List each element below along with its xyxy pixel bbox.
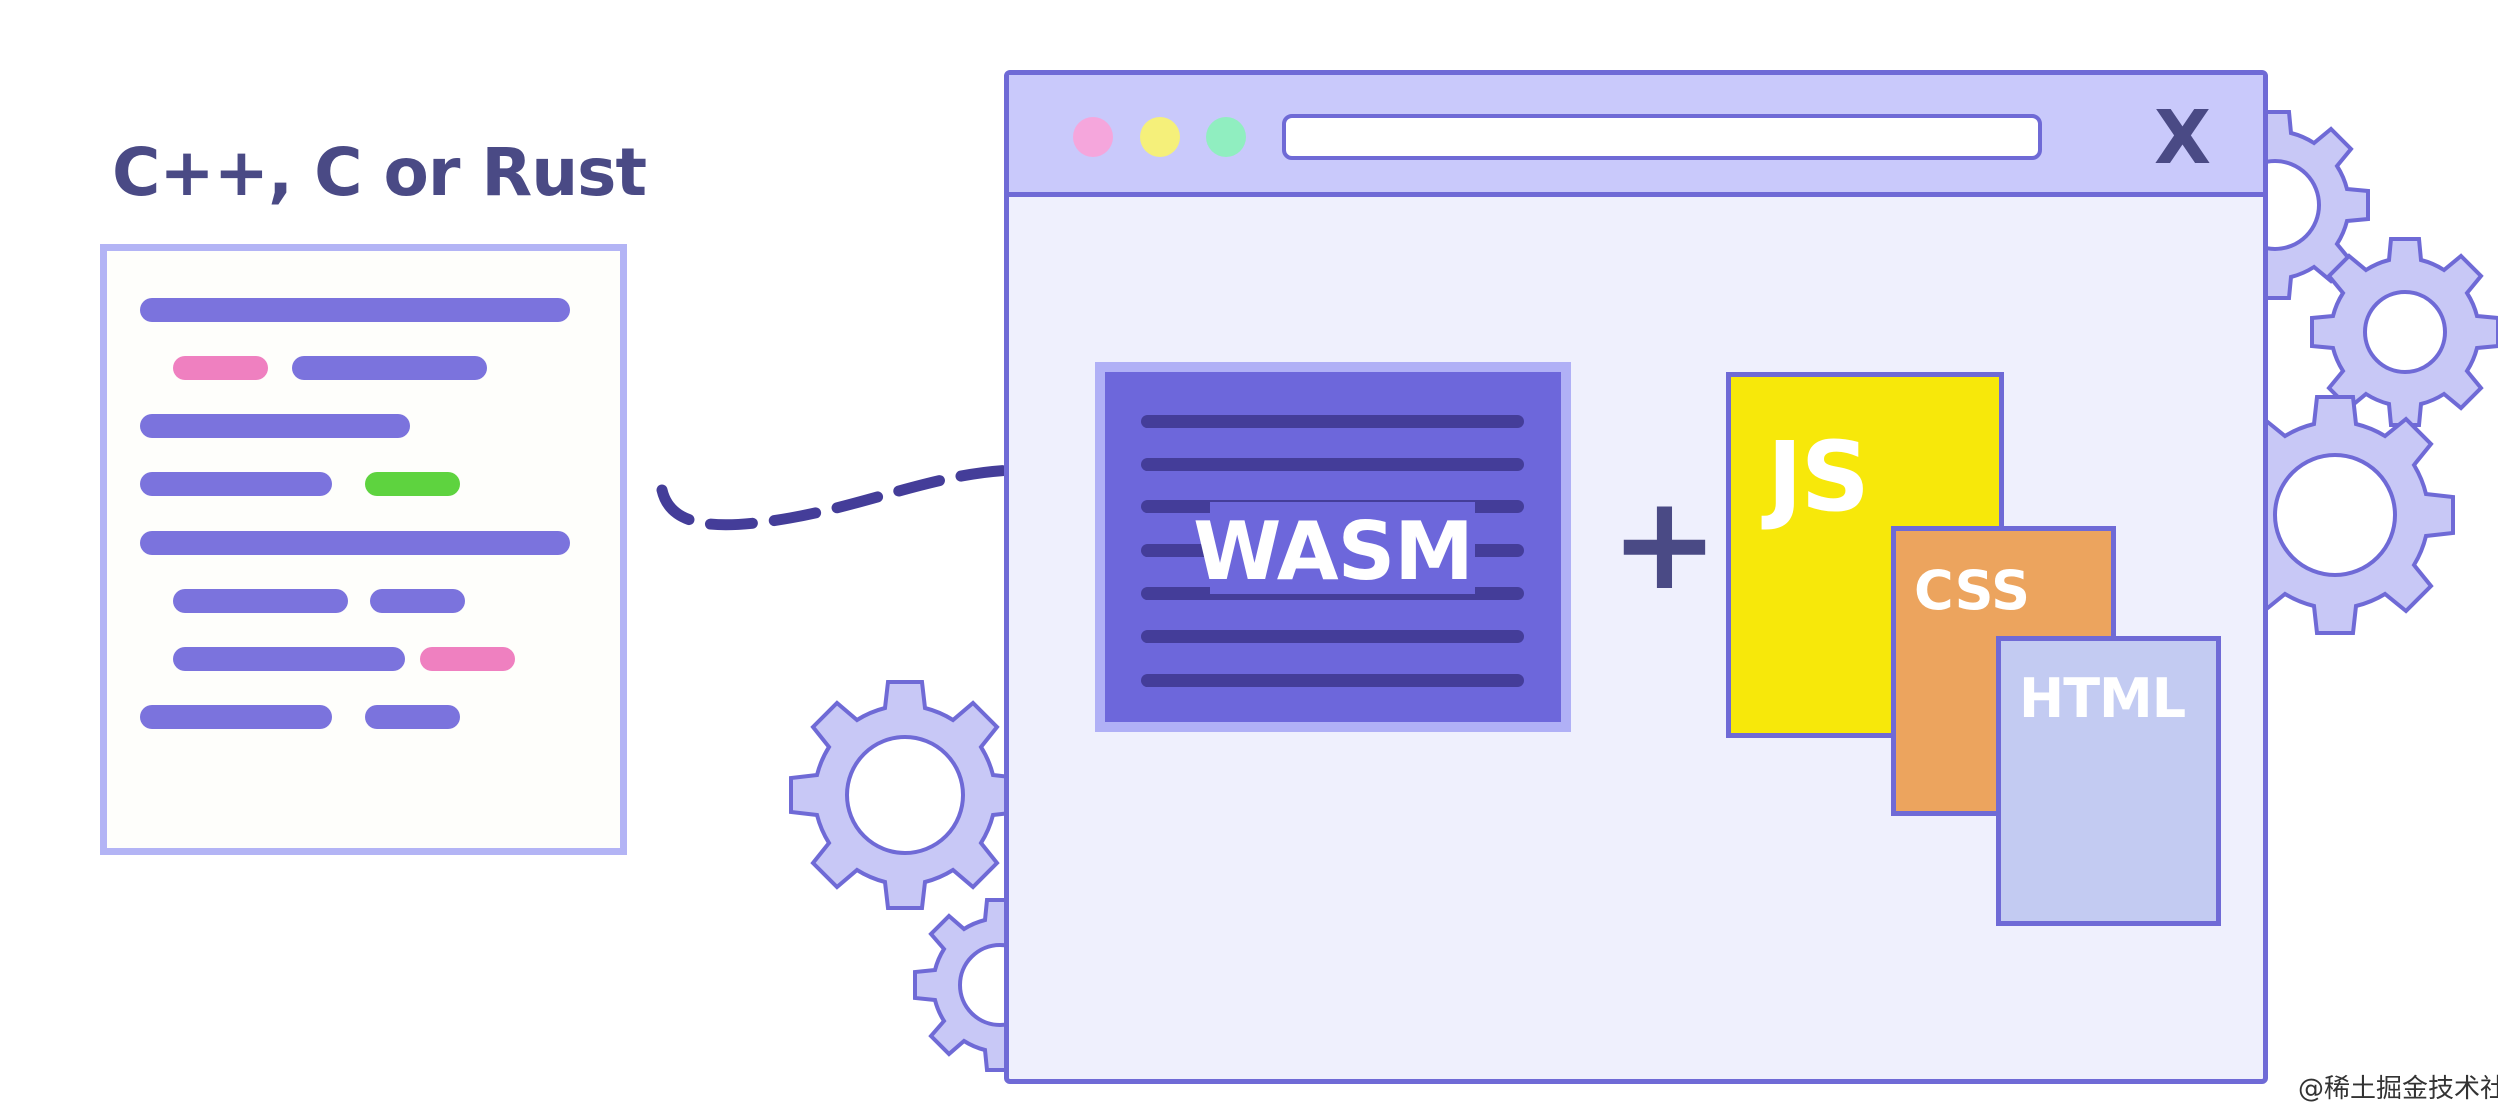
code-line xyxy=(140,472,332,496)
code-line xyxy=(292,356,487,380)
source-language-title: C++, C or Rust xyxy=(112,134,647,211)
js-label: JS xyxy=(1767,421,1870,533)
source-code-document xyxy=(100,244,627,855)
code-line xyxy=(140,414,410,438)
code-line xyxy=(370,589,465,613)
code-line-pink xyxy=(173,356,268,380)
code-line xyxy=(365,705,460,729)
code-line-green xyxy=(365,472,460,496)
compile-arrow-path xyxy=(656,464,1064,531)
wasm-code-line xyxy=(1141,674,1524,687)
code-line xyxy=(140,531,570,555)
wasm-code-line xyxy=(1141,630,1524,643)
code-line xyxy=(140,705,332,729)
window-dot-pink xyxy=(1073,117,1113,157)
gear-icon xyxy=(2310,237,2498,427)
code-line xyxy=(173,589,348,613)
code-line xyxy=(140,298,570,322)
window-dot-green xyxy=(1206,117,1246,157)
css-label: CSS xyxy=(1914,559,2030,622)
wasm-code-line xyxy=(1141,415,1524,428)
watermark: @稀土掘金技术社区 xyxy=(2298,1074,2498,1104)
window-dot-yellow xyxy=(1140,117,1180,157)
address-bar xyxy=(1282,114,2042,160)
html-label: HTML xyxy=(2019,667,2186,730)
close-icon: X xyxy=(2154,95,2212,181)
wasm-label: WASM xyxy=(1193,505,1474,598)
wasm-module: WASM xyxy=(1095,362,1571,732)
html-file-card: HTML xyxy=(1996,636,2221,926)
plus-operator: + xyxy=(1610,467,1719,619)
gear-icon xyxy=(789,680,1021,910)
code-line xyxy=(173,647,405,671)
wasm-code-line xyxy=(1141,458,1524,471)
code-line-pink xyxy=(420,647,515,671)
gear-icon xyxy=(2215,395,2455,635)
wasm-label-background xyxy=(1210,502,1475,594)
browser-titlebar: X xyxy=(1009,75,2263,197)
